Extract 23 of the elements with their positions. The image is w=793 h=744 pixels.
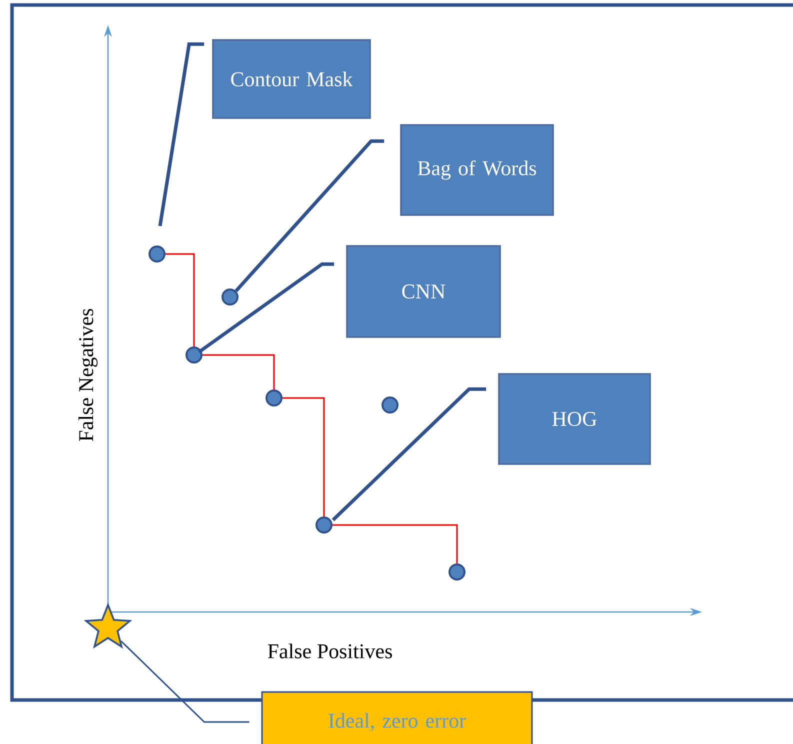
data-point [448, 564, 466, 580]
label-box: HOG [498, 373, 651, 465]
data-point [186, 346, 202, 364]
frontier-line [166, 253, 195, 346]
data-point [222, 288, 238, 306]
frontier-line [202, 354, 275, 390]
axis-label: False Positives [268, 644, 392, 658]
data-point [382, 396, 398, 414]
leader-line [332, 387, 486, 522]
label-box: Contour Mask [212, 39, 371, 119]
data-point [316, 516, 332, 534]
data-point [266, 390, 282, 406]
axis-label: False Negatives [78, 308, 98, 442]
leader-line [234, 139, 384, 292]
label-box: Bag of Words [400, 124, 554, 216]
leader-line [158, 42, 204, 226]
frontier-line [332, 524, 458, 564]
data-point [148, 246, 166, 262]
label-box: CNN [346, 245, 501, 338]
frontier-line [282, 397, 325, 516]
callout-box: Ideal, zero error [261, 691, 533, 744]
leader-line [198, 262, 334, 354]
leader-line [120, 640, 250, 723]
